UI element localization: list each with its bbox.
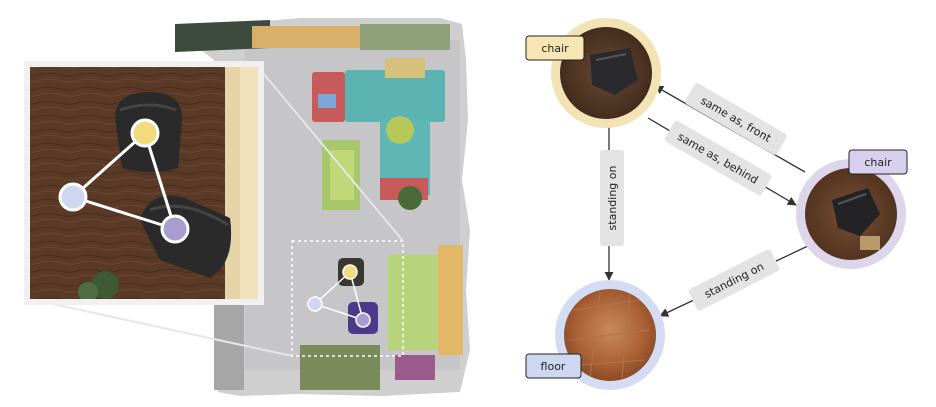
inset-node-floor (58, 182, 88, 212)
graph-node-chair-a (551, 18, 661, 128)
node-label-chair-a: chair (525, 35, 585, 61)
room-node-floor (307, 296, 323, 312)
inset-node-chair-1 (130, 118, 160, 148)
zoom-connector-top (257, 66, 404, 242)
edge-label-text: standing on (606, 166, 619, 231)
edge-label-standing-on-chair-b: standing on (688, 249, 780, 311)
room-node-chair-1 (342, 264, 358, 280)
node-label-floor: floor (525, 353, 582, 379)
room-node-chair-2 (355, 312, 371, 328)
edge-label-text: same as, front (698, 94, 774, 145)
chair-top-view-image (805, 168, 897, 260)
zoom-region-box (291, 240, 404, 357)
node-label-text: floor (541, 360, 566, 373)
node-label-text: chair (541, 42, 569, 55)
graph-node-chair-b (796, 159, 906, 269)
edge-label-standing-on-chair-a: standing on (600, 150, 624, 246)
zoom-inset (24, 61, 264, 305)
node-label-chair-b: chair (848, 149, 908, 175)
zoom-connector-bottom (29, 298, 293, 357)
node-label-text: chair (864, 156, 892, 169)
inset-node-chair-2 (160, 214, 190, 244)
